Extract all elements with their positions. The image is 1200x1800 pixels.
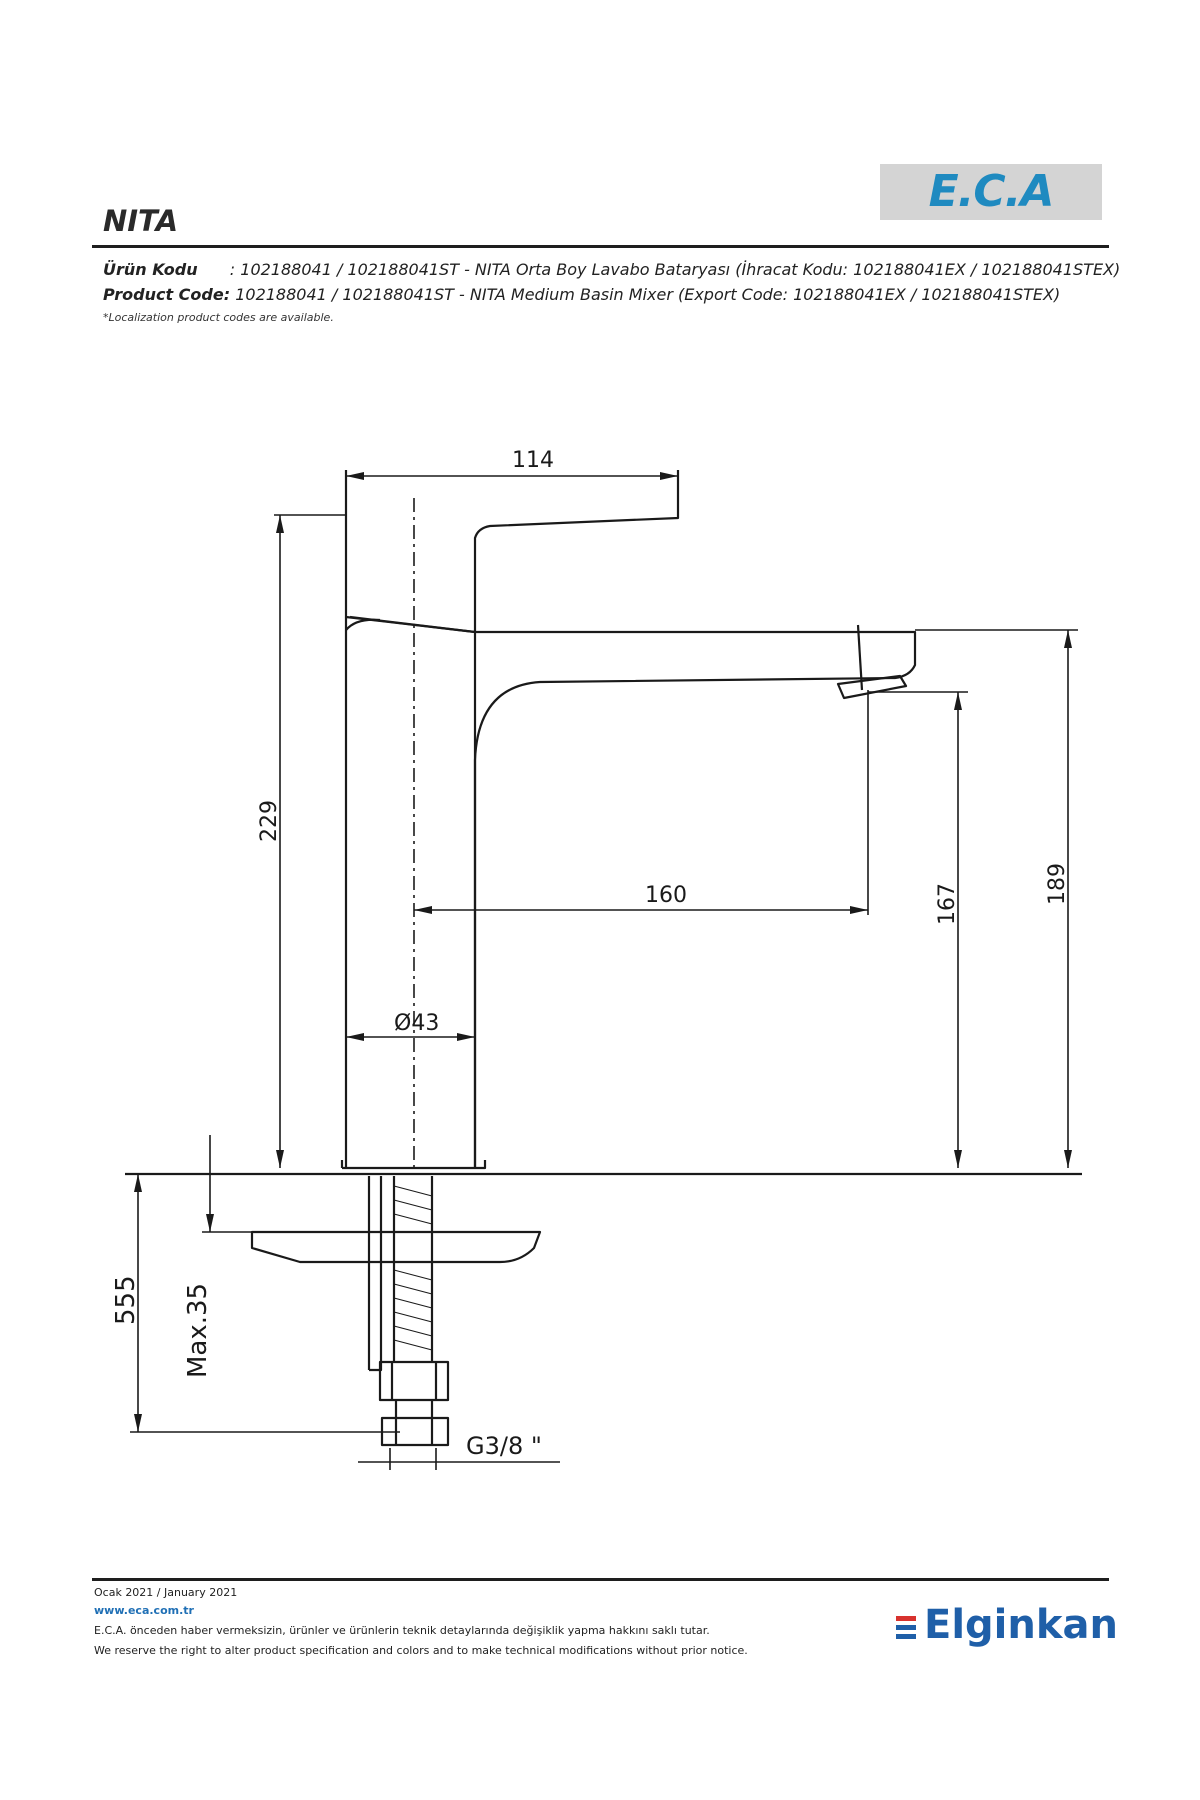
product-code-en-label: Product Code: <box>103 285 231 304</box>
product-code-tr-text: : 102188041 / 102188041ST - NITA Orta Bo… <box>229 260 1121 279</box>
threaded-rod-hatch <box>393 1185 433 1351</box>
aerator <box>836 674 908 700</box>
product-code-en-text: 102188041 / 102188041ST - NITA Medium Ba… <box>235 285 1061 304</box>
eca-logo: E.C.A <box>880 164 1102 220</box>
dim-line-thread <box>358 1448 560 1470</box>
footer-date: Ocak 2021 / January 2021 <box>94 1586 238 1599</box>
dim-label-167: 167 <box>935 883 960 925</box>
aerator-tip <box>856 624 864 691</box>
product-code-tr-label: Ürün Kodu <box>103 260 198 279</box>
product-title: NITA <box>103 204 179 238</box>
base-ring <box>342 1160 487 1170</box>
footer-website-link[interactable]: www.eca.com.tr <box>94 1604 194 1617</box>
footer-disclaimer-tr: E.C.A. önceden haber vermeksizin, ürünle… <box>94 1624 710 1637</box>
connection-nut <box>378 1360 450 1402</box>
elginkan-logo: Elginkan <box>896 1600 1118 1658</box>
eca-logo-text: E.C.A <box>928 166 1055 217</box>
body-top-curve <box>345 618 381 631</box>
elginkan-logo-text: Elginkan <box>924 1602 1118 1648</box>
footer-divider <box>92 1578 1109 1581</box>
thread-end <box>380 1416 450 1447</box>
elginkan-logo-mark <box>896 1616 916 1643</box>
hose <box>367 1176 383 1372</box>
dim-label-max35: Max.35 <box>183 1283 213 1378</box>
threaded-rod <box>392 1176 434 1362</box>
dim-line-189 <box>915 629 1078 1168</box>
dim-label-555: 555 <box>111 1275 141 1325</box>
dim-line-160 <box>414 690 869 915</box>
dimension-arrows <box>134 472 1072 1432</box>
spout-outline <box>473 630 917 1168</box>
dim-label-229: 229 <box>257 800 282 842</box>
dim-label-160: 160 <box>645 883 687 908</box>
localization-note: *Localization product codes are availabl… <box>103 311 334 324</box>
dim-line-229 <box>274 514 346 1168</box>
dim-line-555 <box>130 1174 400 1433</box>
body-outline <box>344 617 477 1168</box>
dim-label-thread: G3/8 " <box>466 1432 542 1460</box>
dim-label-114: 114 <box>512 448 554 473</box>
footer-disclaimer-en: We reserve the right to alter product sp… <box>94 1644 748 1657</box>
hose-fitting <box>394 1400 434 1445</box>
handle-outline <box>344 470 680 634</box>
dim-line-114 <box>345 470 679 484</box>
mounting-plate <box>250 1230 542 1264</box>
dim-label-diameter: Ø43 <box>394 1011 439 1036</box>
header-divider <box>92 245 1109 248</box>
product-code-en-line: Product Code: 102188041 / 102188041ST - … <box>103 285 1060 304</box>
dim-label-189: 189 <box>1045 863 1070 905</box>
dim-line-167 <box>868 691 968 1168</box>
product-code-tr-line: Ürün Kodu : 102188041 / 102188041ST - NI… <box>103 260 1120 279</box>
